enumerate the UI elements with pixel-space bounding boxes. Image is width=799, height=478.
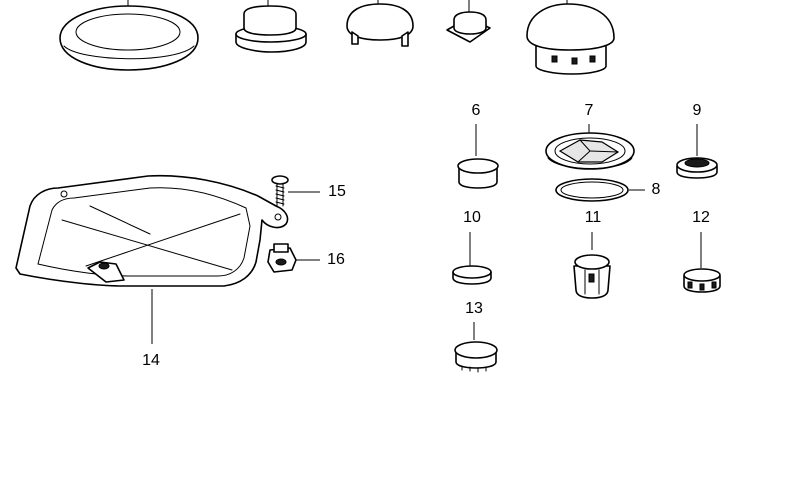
part-10-cap [452, 232, 492, 285]
part-large-flat-cap [59, 0, 199, 71]
part-12-clip-nut [683, 232, 721, 293]
callout-11: 11 [584, 209, 602, 226]
part-8-o-ring [555, 178, 645, 202]
callout-10: 10 [463, 209, 481, 226]
callout-15: 15 [328, 183, 346, 200]
part-square-plug [446, 0, 491, 43]
part-11-expansion-clip [573, 232, 611, 299]
callout-16: 16 [327, 251, 345, 268]
part-16-clip-nut [267, 243, 320, 273]
part-14-cover-plate [15, 174, 289, 344]
part-15-screw [271, 175, 320, 207]
part-mushroom-plug [526, 0, 615, 75]
callout-9: 9 [692, 102, 702, 119]
part-dome-cap [346, 0, 414, 47]
part-13-plug [454, 322, 498, 373]
callout-12: 12 [692, 209, 710, 226]
part-9-grommet [676, 124, 718, 179]
callout-6: 6 [471, 102, 481, 119]
part-raised-plug [235, 0, 307, 53]
callout-14: 14 [142, 352, 160, 369]
callout-8: 8 [651, 181, 661, 198]
callout-13: 13 [465, 300, 483, 317]
callout-7: 7 [584, 102, 594, 119]
part-7-grommet [545, 124, 635, 170]
part-6-plug [457, 124, 499, 189]
